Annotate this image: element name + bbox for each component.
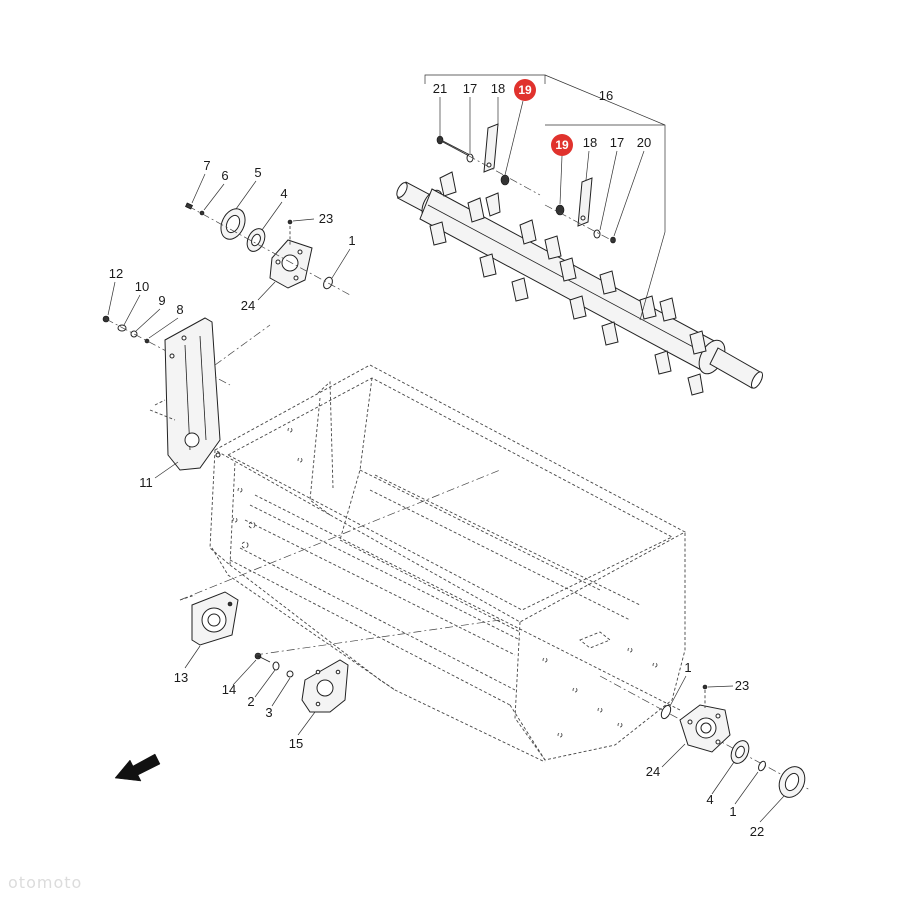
- callout-label: 20: [637, 135, 651, 150]
- lower-bearing-assembly: [599, 675, 811, 798]
- watermark-logo: otomoto: [8, 873, 83, 892]
- callout-label: 1: [729, 804, 736, 819]
- side-plate-assembly: [102, 315, 271, 471]
- upper-bearing-assembly: [185, 202, 351, 296]
- lower-left-bearing-housing: [179, 469, 501, 646]
- callout-label: 17: [610, 135, 624, 150]
- callout-label: 14: [222, 682, 236, 697]
- highlighted-callout: 19: [514, 79, 536, 101]
- callout-labels: 21 17 18 19 16 19 18 17 20 7 6 5 4 23 1 …: [109, 79, 764, 839]
- leader-lines: [107, 97, 785, 823]
- direction-arrow-icon: [114, 753, 161, 782]
- callout-label: 6: [221, 168, 228, 183]
- callout-label: 15: [289, 736, 303, 751]
- callout-label: 17: [463, 81, 477, 96]
- rotor-tines: [429, 171, 707, 396]
- callout-label: 5: [254, 165, 261, 180]
- callout-label: 1: [684, 660, 691, 675]
- callout-label: 12: [109, 266, 123, 281]
- callout-label: 19: [518, 83, 532, 97]
- callout-label: 21: [433, 81, 447, 96]
- callout-label: 10: [135, 279, 149, 294]
- callout-label: 22: [750, 824, 764, 839]
- callout-label: 18: [491, 81, 505, 96]
- callout-label: 23: [735, 678, 749, 693]
- callout-label: 4: [280, 186, 287, 201]
- callout-label: 4: [706, 792, 713, 807]
- callout-label: 19: [555, 138, 569, 152]
- callout-label: 13: [174, 670, 188, 685]
- lower-fastener-set: [544, 177, 616, 244]
- callout-highlight-marker: [514, 79, 536, 101]
- rotor-shaft: [396, 171, 764, 396]
- callout-label: 16: [599, 88, 613, 103]
- callout-highlight-marker: [551, 134, 573, 156]
- callout-label: 24: [646, 764, 660, 779]
- group-bracket-16: [424, 74, 666, 321]
- callout-label: 8: [176, 302, 183, 317]
- front-cover-assembly: [254, 619, 501, 713]
- callout-label: 23: [319, 211, 333, 226]
- callout-label: 2: [247, 694, 254, 709]
- highlighted-callout: 19: [551, 134, 573, 156]
- hopper-housing-outline: [209, 364, 686, 763]
- callout-label: 3: [265, 705, 272, 720]
- callout-label: 11: [139, 475, 153, 490]
- callout-label: 1: [348, 233, 355, 248]
- callout-label: 9: [158, 293, 165, 308]
- callout-label: 24: [241, 298, 255, 313]
- upper-fastener-set: [436, 123, 541, 196]
- callout-label: 18: [583, 135, 597, 150]
- callout-label: 7: [203, 158, 210, 173]
